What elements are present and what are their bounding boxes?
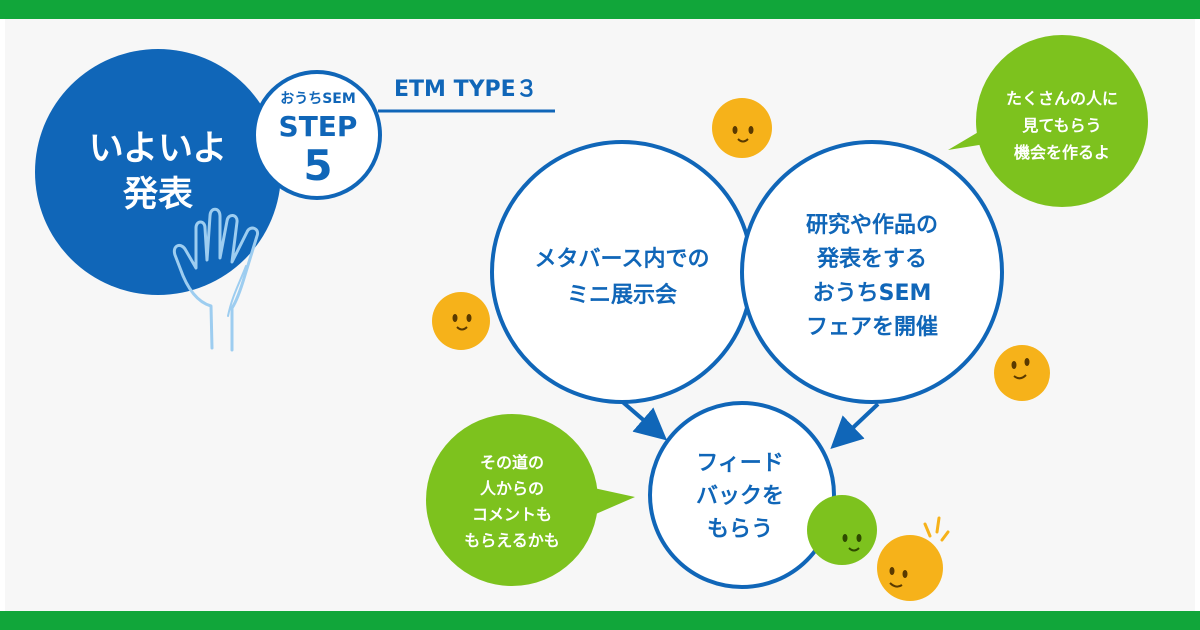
node-feedback-line-1: フィード	[696, 451, 784, 476]
step-badge-small-label: おうちSEM	[280, 91, 356, 107]
bottom-green-band	[0, 611, 1200, 630]
node-fair-line-1: 研究や作品の	[806, 212, 938, 238]
smiley-icon	[432, 292, 490, 350]
bubble-bottom-left-line-4: もらえるかも	[464, 531, 560, 550]
bubble-top-right-line-3: 機会を作るよ	[1014, 143, 1110, 162]
step-big-circle-line-2: 発表	[122, 175, 193, 215]
bubble-bottom-left-line-2: 人からの	[480, 479, 544, 498]
bubble-top-right-line-1: たくさんの人に	[1006, 89, 1118, 108]
arrow-fair-to-feedback	[830, 402, 880, 449]
node-feedback	[648, 401, 836, 589]
step-big-circle	[35, 49, 281, 295]
step-badge-number: 5	[303, 141, 332, 190]
step-badge	[252, 70, 382, 200]
smiley-icon	[994, 345, 1050, 401]
node-fair	[740, 140, 1004, 404]
top-green-band	[0, 0, 1200, 19]
node-metaverse-line-2: ミニ展示会	[567, 282, 677, 308]
smiley-icon	[712, 98, 772, 158]
bubble-top-right-line-2: 見てもらう	[1021, 116, 1101, 135]
speech-bubble-top-right	[948, 35, 1148, 207]
step-badge-step-label: STEP	[279, 110, 358, 143]
node-metaverse	[490, 140, 754, 404]
bubble-bottom-left-line-3: コメントも	[472, 505, 552, 524]
etm-type-label: ETM TYPE３	[394, 77, 538, 102]
node-fair-line-3: おうちSEM	[813, 281, 932, 306]
smiley-icon	[807, 495, 877, 565]
speech-bubble-bottom-left	[426, 414, 635, 586]
node-feedback-line-3: もらう	[707, 517, 773, 542]
smiley-icon	[877, 516, 950, 601]
hand-icon	[172, 207, 260, 352]
node-fair-line-4: フェアを開催	[806, 315, 938, 340]
bubble-bottom-left-line-1: その道の	[480, 453, 544, 472]
node-metaverse-line-1: メタバース内での	[535, 247, 710, 272]
step-big-circle-line-1: いよいよ	[89, 129, 228, 169]
node-feedback-line-2: バックを	[696, 484, 784, 509]
node-fair-line-2: 発表をする	[816, 247, 927, 272]
